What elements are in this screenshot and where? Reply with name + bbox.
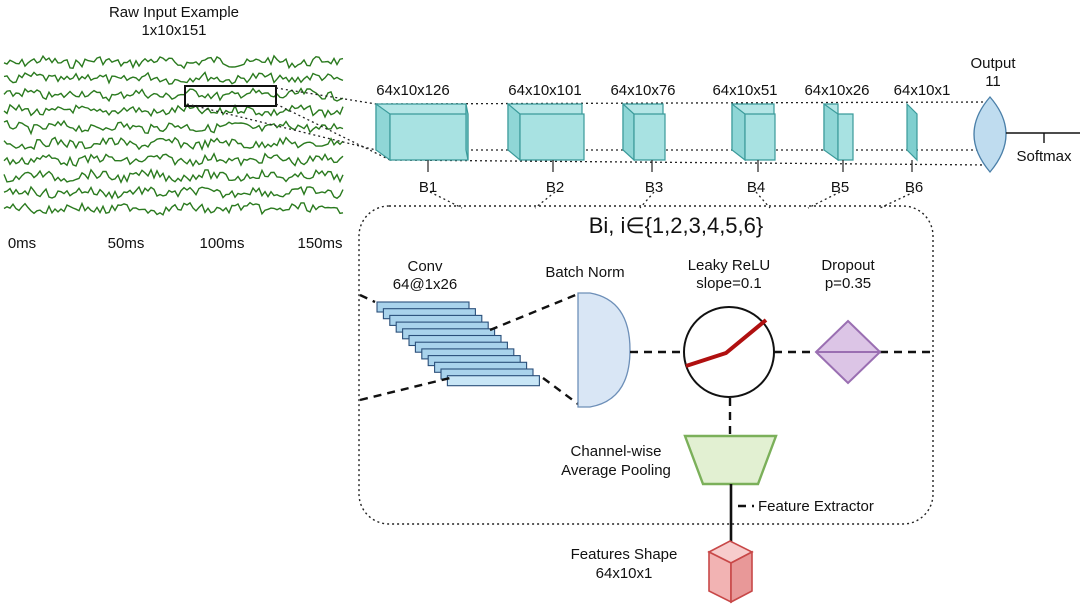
raw-input-shape: 1x10x151	[141, 22, 206, 39]
conv-filter	[446, 375, 540, 387]
eeg-channel-trace	[3, 54, 344, 70]
block-b4	[731, 102, 776, 162]
block-leader-lines	[427, 160, 913, 172]
conv-filter-stack	[376, 301, 540, 387]
feature-map-guides	[375, 101, 991, 166]
eeg-channel-trace	[3, 168, 344, 185]
eeg-signal-traces	[3, 54, 344, 216]
block-b3-label: B3	[645, 179, 663, 196]
block-b5-label: B5	[831, 179, 849, 196]
eeg-channel-trace	[3, 103, 344, 119]
eeg-channel-trace	[3, 201, 344, 216]
block-b6-label: B6	[905, 179, 923, 196]
block-b2-label: B2	[546, 179, 564, 196]
pooling-label-line2: Average Pooling	[561, 462, 671, 479]
eeg-channel-trace	[3, 152, 344, 168]
input-window-highlight	[184, 85, 277, 107]
batch-norm-title: Batch Norm	[545, 264, 624, 281]
pooling-label-line1: Channel-wise	[571, 443, 662, 460]
feature-extractor-label: Feature Extractor	[758, 498, 874, 515]
block-b6	[906, 102, 918, 162]
time-tick-0: 0ms	[8, 235, 36, 252]
pooling-trapezoid	[683, 434, 778, 486]
block-b2	[507, 102, 585, 162]
block-b1-shape: 64x10x126	[376, 82, 449, 99]
block-b4-label: B4	[747, 179, 765, 196]
raw-input-title: Raw Input Example	[109, 4, 239, 21]
eeg-channel-trace	[3, 119, 344, 136]
batch-norm-shape	[577, 292, 631, 408]
block-b3-shape: 64x10x76	[610, 82, 675, 99]
block-b5	[823, 102, 854, 162]
time-tick-1: 50ms	[108, 235, 145, 252]
eeg-channel-trace	[3, 71, 344, 85]
input-projection-lines	[186, 87, 391, 161]
block-row-connectors	[630, 350, 932, 508]
block-b4-shape: 64x10x51	[712, 82, 777, 99]
block-b6-shape: 64x10x1	[894, 82, 951, 99]
eeg-channel-trace	[3, 185, 344, 200]
eeg-channel-trace	[3, 87, 344, 103]
block-b1-label: B1	[419, 179, 437, 196]
dropout-spec: p=0.35	[825, 275, 871, 292]
features-shape: 64x10x1	[596, 565, 653, 582]
conv-title: Conv	[407, 258, 443, 275]
features-title: Features Shape	[571, 546, 678, 563]
block-b2-shape: 64x10x101	[508, 82, 581, 99]
features-cube	[707, 540, 754, 604]
leaky-relu-spec: slope=0.1	[696, 275, 761, 292]
softmax-label: Softmax	[1016, 148, 1072, 165]
block-detail-box	[358, 205, 934, 525]
output-title: Output	[970, 55, 1016, 72]
conv-zoom-lines	[359, 292, 579, 405]
time-axis-ticks: 0ms 50ms 100ms 150ms	[8, 235, 343, 252]
time-tick-3: 150ms	[297, 235, 342, 252]
output-layer-lens	[973, 96, 1007, 174]
leaky-relu-curve	[685, 318, 768, 368]
block-detail-title: Bi, i∈{1,2,3,4,5,6}	[589, 213, 764, 238]
conv-spec: 64@1x26	[393, 276, 457, 293]
output-size: 11	[985, 73, 1001, 90]
dropout-title: Dropout	[821, 257, 875, 274]
block-b1	[375, 102, 469, 162]
time-tick-2: 100ms	[199, 235, 244, 252]
block-b3	[622, 102, 666, 162]
block-b5-shape: 64x10x26	[804, 82, 869, 99]
leaky-relu-title: Leaky ReLU	[688, 257, 771, 274]
eeg-channel-trace	[3, 136, 344, 152]
